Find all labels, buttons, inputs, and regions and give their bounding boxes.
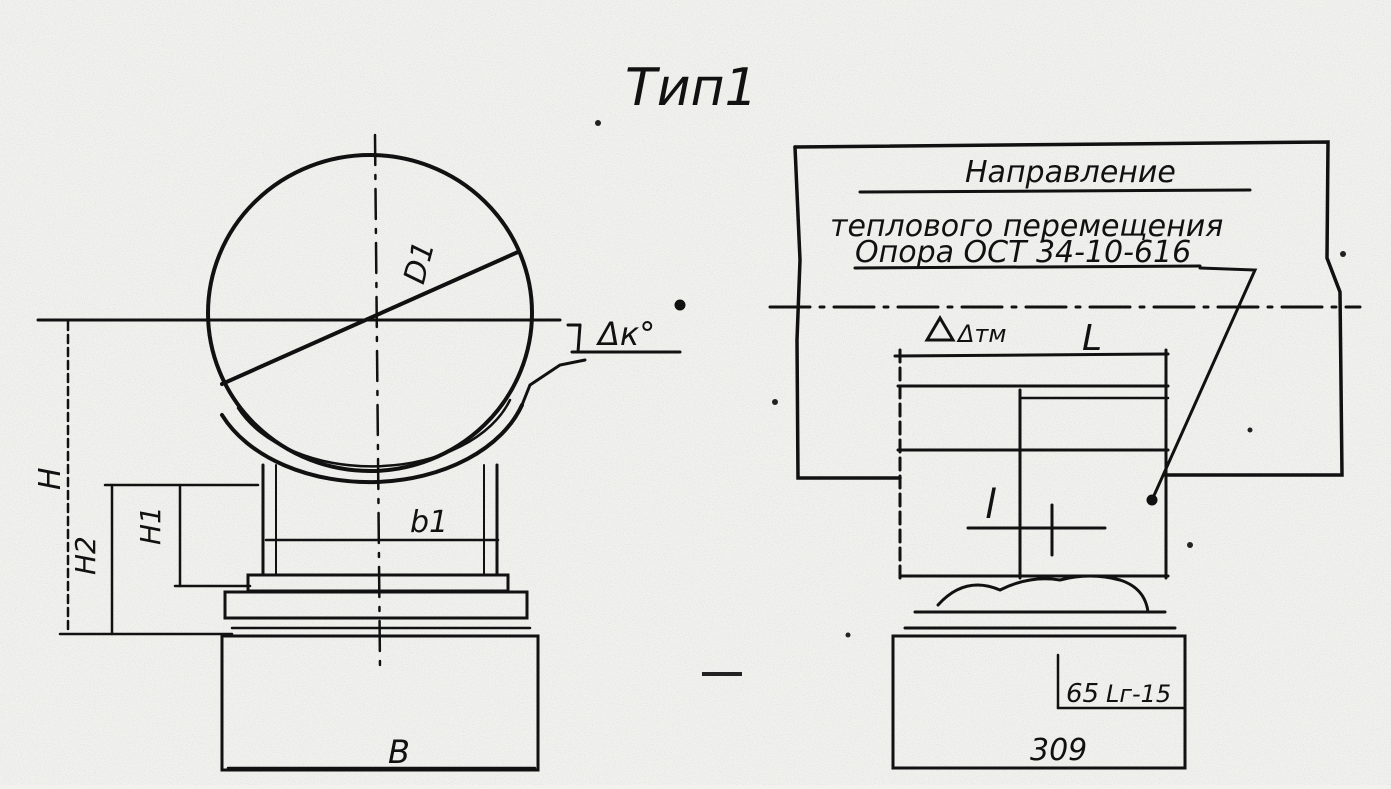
dim-65-label: 65 — [1066, 679, 1099, 709]
dk-dot — [674, 299, 686, 311]
leader-dot — [1146, 494, 1158, 506]
b-label: B — [388, 733, 410, 771]
callout-line-3: Опора ОСТ 34-10-616 — [855, 235, 1191, 270]
clamp-ear — [520, 358, 587, 407]
vertical-center-line — [373, 133, 382, 670]
callout-line-2: теплового перемещения — [830, 209, 1223, 244]
dk-label: Δк° — [595, 315, 655, 353]
callout-underline-3 — [853, 264, 1202, 270]
diameter-line — [220, 250, 520, 386]
callout-frame-right — [793, 140, 1344, 477]
b1-label: b1 — [410, 505, 448, 540]
h1-label: H1 — [134, 506, 167, 545]
callout-frame-left — [793, 145, 902, 480]
leader-line — [1150, 266, 1258, 502]
foundation-block — [220, 634, 540, 772]
pipe-clamp-outer — [220, 403, 524, 485]
left-view — [36, 133, 686, 772]
pipe-circle — [206, 153, 534, 473]
bolt-heads — [936, 574, 1150, 614]
right-foundation-block — [891, 634, 1187, 770]
dim-lr-label: Lг-15 — [1106, 680, 1171, 708]
dim-309-label: 309 — [1030, 733, 1087, 768]
h-label: H — [33, 467, 68, 490]
l-dimension-line — [893, 352, 1170, 358]
l-label: l — [985, 482, 996, 528]
lower-base-plate — [223, 590, 529, 620]
dk-tick-vertical — [576, 323, 582, 354]
pipe-clamp-inner — [236, 398, 512, 468]
L-label: L — [1082, 318, 1102, 359]
callout-line-1: Направление — [965, 155, 1176, 190]
callout-underline-1 — [858, 188, 1252, 194]
right-view — [768, 140, 1362, 770]
dtm-label: Δтм — [956, 320, 1007, 348]
dtm-triangle-icon — [924, 315, 956, 342]
paper-specks — [595, 120, 1346, 676]
h2-label: H2 — [69, 536, 102, 575]
drawing-title: Тип1 — [625, 58, 758, 118]
